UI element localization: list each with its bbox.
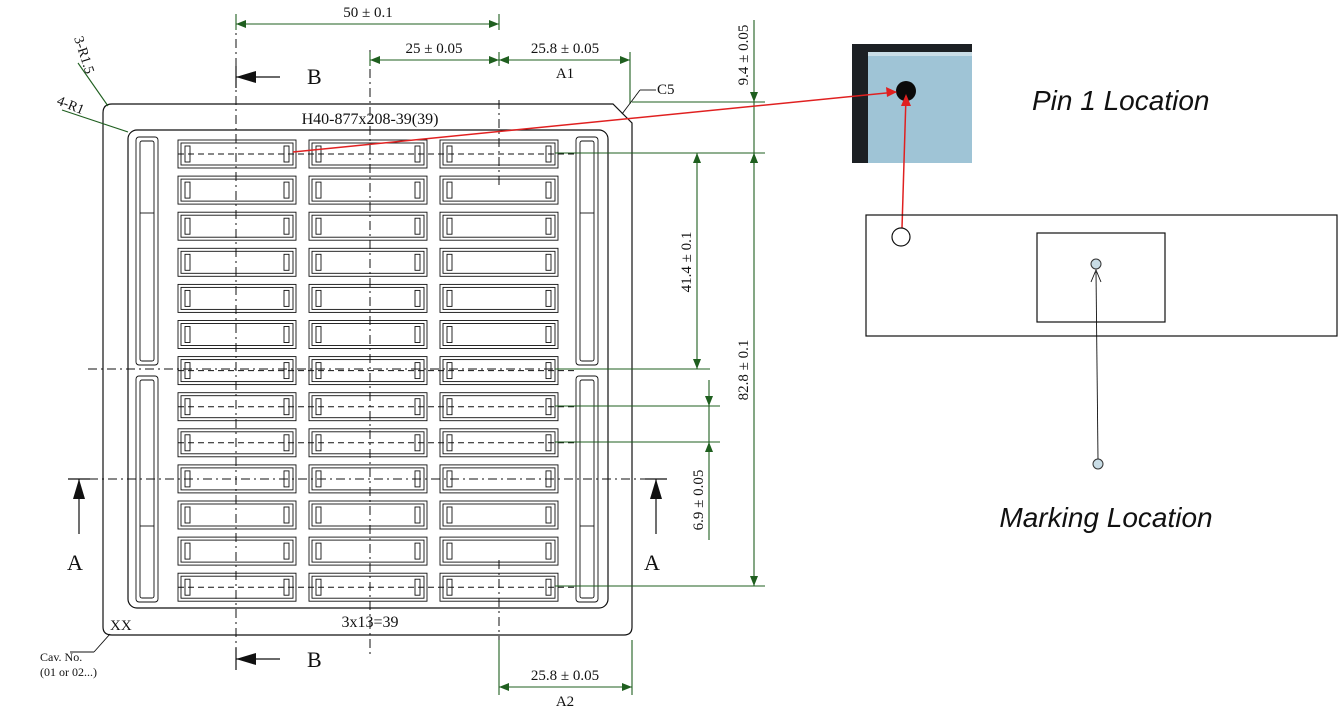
dim-a2	[498, 640, 633, 695]
marking-point-bottom	[1092, 458, 1104, 470]
dim-a1-tag: A1	[556, 66, 574, 82]
section-b-top-label: B	[307, 64, 322, 89]
cavity-cell	[439, 283, 559, 313]
cav-note-line2: (01 or 02...)	[40, 665, 97, 679]
cavity-cell	[177, 320, 297, 349]
pin1-photo	[852, 44, 972, 163]
cavity-grid	[177, 139, 576, 602]
cav-note-leader-2	[93, 633, 111, 653]
pin1-connector-line	[901, 95, 907, 229]
dim-82-8	[750, 153, 758, 586]
radius-inner-leader	[61, 109, 129, 133]
section-b-top-marker	[235, 66, 280, 88]
cavity-cell	[308, 500, 428, 530]
cavity-cell	[177, 211, 297, 241]
pin1-pointer-line	[292, 91, 897, 153]
cavity-cell	[439, 247, 559, 277]
dim-9-4-label: 9.4 ± 0.05	[736, 25, 752, 86]
section-a-right-marker	[645, 478, 667, 534]
cavity-cell	[177, 175, 297, 205]
dim-50	[235, 14, 500, 30]
part-code: H40-877x208-39(39)	[302, 111, 439, 128]
cavity-cell	[439, 211, 559, 241]
right-side-rail	[575, 136, 599, 603]
tray-outer-outline	[102, 103, 633, 636]
section-b-bottom-marker	[235, 648, 280, 670]
marking-leader-head	[1090, 268, 1102, 283]
section-a-left-label: A	[67, 550, 83, 575]
cavity-cell	[439, 500, 559, 530]
cavity-cell	[308, 283, 428, 313]
pin1-connector-head	[901, 94, 911, 106]
pin1-circle-marker	[891, 227, 911, 247]
section-a-left-marker	[68, 478, 90, 534]
section-a-right-label: A	[644, 550, 660, 575]
dim-50-label: 50 ± 0.1	[343, 5, 392, 21]
chamfer-note: C5	[657, 82, 675, 98]
dim-41-4-label: 41.4 ± 0.1	[679, 232, 695, 293]
pin1-dot	[896, 81, 916, 101]
pin1-pointer-head	[886, 87, 897, 97]
cavity-cell	[308, 320, 428, 349]
cavity-cell	[177, 536, 297, 566]
cavity-cell	[308, 247, 428, 277]
dim-a2-tag: A2	[556, 694, 574, 710]
dim-41-4	[693, 153, 701, 369]
marking-caption: Marking Location	[999, 502, 1212, 533]
dim-82-8-label: 82.8 ± 0.1	[736, 340, 752, 401]
pin1-caption: Pin 1 Location	[1032, 85, 1209, 116]
cavity-cell	[308, 536, 428, 566]
cavity-cell	[439, 320, 559, 349]
dim-a2-label: 25.8 ± 0.05	[531, 668, 599, 684]
marking-area-box	[1036, 232, 1166, 323]
cavity-cell	[308, 175, 428, 205]
marking-leader-line	[1095, 271, 1099, 460]
dim-25-label: 25 ± 0.05	[406, 41, 463, 57]
marking-point-top	[1090, 258, 1102, 270]
dim-6-9	[705, 380, 713, 540]
cavity-count: 3x13=39	[341, 614, 398, 631]
left-side-rail	[135, 136, 159, 603]
cavity-cell	[177, 247, 297, 277]
marking-part-outline	[865, 214, 1338, 337]
chamfer-leader	[621, 89, 641, 115]
section-b-bottom-label: B	[307, 647, 322, 672]
cavity-cell	[177, 500, 297, 530]
dim-a1	[499, 52, 631, 104]
radius-inner-note: 4-R1	[55, 94, 87, 118]
dim-6-9-label: 6.9 ± 0.05	[691, 470, 707, 531]
cavity-mark: XX	[110, 618, 132, 634]
dim-a1-label: 25.8 ± 0.05	[531, 41, 599, 57]
radius-outer-leader	[77, 62, 109, 107]
dim-25	[369, 52, 500, 66]
cav-note-line1: Cav. No.	[40, 650, 82, 664]
cavity-cell	[177, 283, 297, 313]
cavity-cell	[308, 211, 428, 241]
